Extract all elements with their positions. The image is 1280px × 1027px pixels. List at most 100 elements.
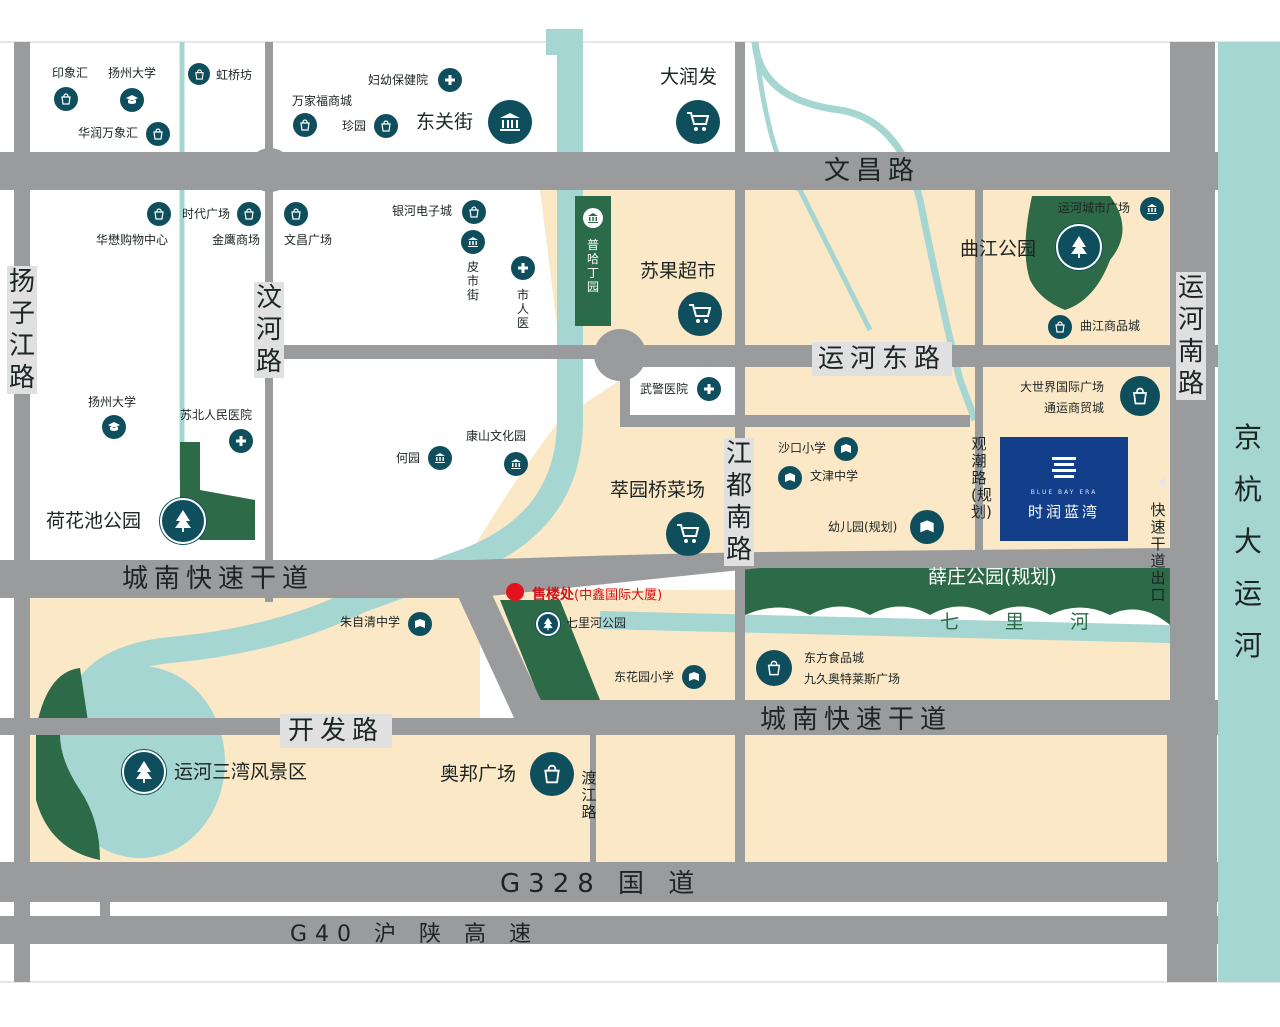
poi-label-shakou-primary: 沙口小学 — [778, 441, 827, 455]
book-icon — [778, 466, 802, 490]
shopping-cart-icon — [666, 512, 710, 556]
poi-label-xuezhuang-park: 薛庄公园(规划) — [928, 566, 1057, 588]
road-label-wenchang: 文昌路 — [824, 156, 921, 186]
poi-label-kangshan-center: 康山文化园 — [466, 429, 527, 443]
poi-label-yunhe-city-plaza: 运河城市广场 — [1058, 201, 1131, 215]
poi-label-wenjin-middle: 文津中学 — [810, 469, 859, 483]
poi-label-tongyun-mall: 通运商贸城 — [1044, 401, 1105, 415]
poi-label-qilihe-park: 七里河公园 — [566, 616, 627, 630]
poi-label-yinxianghui: 印象汇 — [52, 66, 89, 80]
road-label-chengnan-east: 城南快速干道 — [760, 705, 953, 735]
shopping-bag-icon — [284, 202, 308, 226]
shopping-bag-icon — [293, 113, 317, 137]
shopping-bag-icon — [1120, 376, 1160, 416]
poi-label-qujiang-park: 曲江公园 — [960, 238, 1037, 260]
book-icon — [682, 665, 706, 689]
road-label-chengnan-west: 城南快速干道 — [122, 564, 315, 594]
book-icon — [408, 612, 432, 636]
poi-label-fuyou-hospital: 妇幼保健院 — [368, 73, 429, 87]
poi-label-huarun-wanxianghui: 华润万象汇 — [78, 126, 139, 140]
medical-cross-icon — [229, 429, 253, 453]
sales-office-title: 售楼处 — [532, 587, 574, 603]
road-label-yangzijiang: 扬子江路 — [7, 266, 37, 394]
shopping-bag-icon — [54, 87, 78, 111]
road-label-g328: G328 国 道 — [500, 869, 703, 899]
poi-label-wenchang-plaza: 文昌广场 — [284, 233, 333, 247]
road-label-g40: G40 沪 陕 高 速 — [290, 922, 540, 947]
graduation-cap-icon — [102, 415, 126, 439]
sales-office-detail: (中鑫国际大厦) — [574, 588, 663, 603]
shopping-cart-icon — [676, 100, 720, 144]
poi-label-darunfa: 大润发 — [660, 66, 718, 88]
poi-label-shidai-plaza: 时代广场 — [182, 207, 231, 221]
project-logo-box: BLUE BAY ERA 时润蓝湾 — [1000, 437, 1128, 541]
shopping-bag-icon — [462, 200, 486, 224]
museum-building-icon — [461, 230, 485, 254]
road-label-jiangdu-south: 江都南路 — [724, 438, 754, 566]
book-icon — [910, 510, 944, 544]
shopping-bag-icon — [237, 202, 261, 226]
poi-label-zhenyuan: 珍园 — [342, 119, 367, 133]
poi-label-wanjiafu-mall: 万家福商城 — [292, 94, 353, 108]
museum-building-icon — [428, 446, 452, 470]
poi-label-puhading: 普哈丁园 — [586, 238, 599, 294]
shopping-bag-icon — [147, 202, 171, 226]
book-icon — [834, 437, 858, 461]
graduation-cap-icon — [120, 88, 144, 112]
poi-label-zhuziqing-middle: 朱自清中学 — [340, 615, 401, 629]
museum-building-icon — [504, 452, 528, 476]
road-label-wenhe: 汶河路 — [254, 282, 284, 378]
road-label-yunhe-east: 运河东路 — [812, 342, 953, 376]
poi-label-yangzhou-univ: 扬州大学 — [88, 395, 137, 409]
museum-building-icon — [1140, 197, 1164, 221]
poi-label-cuiyuanqiao-market: 萃园桥菜场 — [610, 479, 706, 501]
tree-icon — [122, 750, 166, 794]
poi-label-subei-hospital: 苏北人民医院 — [180, 408, 253, 422]
shopping-bag-icon — [756, 650, 792, 686]
poi-label-aobang-plaza: 奥邦广场 — [440, 763, 517, 785]
medical-cross-icon — [438, 68, 462, 92]
road-label-expressway-exit: 快速干道出口 — [1150, 501, 1166, 604]
poi-label-wujing-hospital: 武警医院 — [640, 382, 689, 396]
tree-icon — [536, 612, 560, 636]
poi-label-huaxin-center: 华懋购物中心 — [96, 233, 169, 247]
poi-label-jinying-mall: 金鹰商场 — [212, 233, 261, 247]
medical-cross-icon — [697, 377, 721, 401]
poi-label-dongguanjie: 东关街 — [416, 111, 474, 133]
project-name-cn: 时润蓝湾 — [1027, 503, 1100, 521]
water-label-jinghang: 京杭大运河 — [1233, 421, 1262, 662]
shopping-bag-icon — [530, 752, 574, 796]
poi-label-hehuachi-park: 荷花池公园 — [46, 510, 142, 532]
tree-icon — [160, 498, 206, 544]
poi-label-donghuayuan-primary: 东花园小学 — [614, 670, 675, 684]
shopping-bag-icon — [146, 122, 170, 146]
tree-icon — [1056, 224, 1102, 270]
sales-office-marker — [506, 583, 524, 601]
museum-building-icon — [583, 208, 603, 228]
poi-label-yinhe-electronics: 银河电子城 — [392, 204, 453, 218]
poi-label-hongqiaofang: 虹桥坊 — [216, 68, 253, 82]
shopping-bag-icon — [188, 63, 210, 85]
road-label-kaifa: 开发路 — [280, 714, 393, 748]
museum-building-icon — [488, 100, 532, 144]
road-label-yunhe-south: 运河南路 — [1176, 272, 1206, 400]
shopping-bag-icon — [1048, 315, 1072, 339]
poi-label-heyuan: 何园 — [396, 451, 421, 465]
poi-label-city-hospital: 市人医 — [516, 288, 529, 330]
shopping-bag-icon — [374, 114, 398, 138]
poi-label-dashijie-plaza: 大世界国际广场 — [1020, 380, 1105, 394]
road-label-dujiang: 渡江路 — [581, 769, 597, 821]
sales-office-label: 售楼处(中鑫国际大厦) — [532, 584, 662, 604]
poi-label-pishijie: 皮市街 — [466, 260, 479, 302]
poi-label-kindergarten: 幼儿园(规划) — [828, 520, 898, 534]
water-label-qili: 七 里 河 — [940, 611, 1110, 633]
shopping-cart-icon — [678, 292, 722, 336]
wave-lines-icon — [1052, 457, 1076, 478]
project-name-en: BLUE BAY ERA — [1030, 489, 1098, 496]
medical-cross-icon — [511, 256, 535, 280]
poi-label-yunhe-sanwan: 运河三湾风景区 — [174, 761, 308, 783]
road-label-guanchao: 观潮路(规划) — [971, 435, 992, 521]
poi-label-qujiang-mall: 曲江商品城 — [1080, 319, 1141, 333]
poi-label-suguo: 苏果超市 — [640, 260, 717, 282]
